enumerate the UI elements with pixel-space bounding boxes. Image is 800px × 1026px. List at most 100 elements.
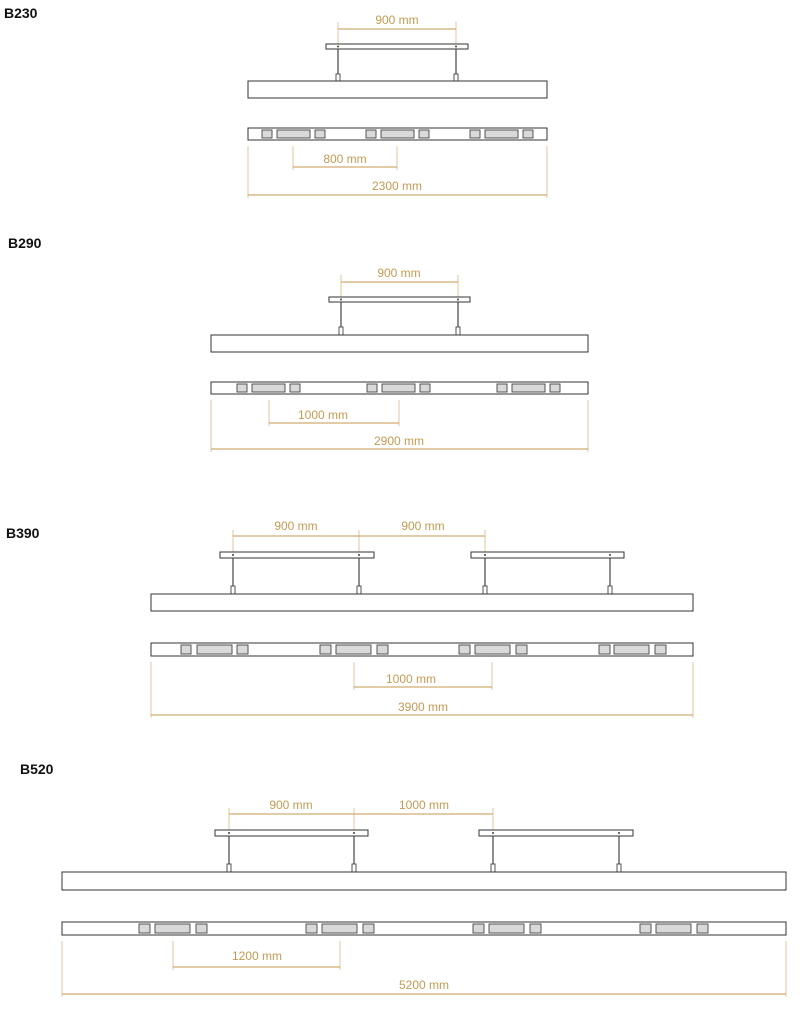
dimension-label: 1000 mm xyxy=(386,672,436,686)
model-b290: B290 900 mm 1000 mm 2900 mm xyxy=(8,235,589,452)
dimension-label: 2900 mm xyxy=(374,434,424,448)
mount-point xyxy=(353,832,355,834)
luminaire-side-view xyxy=(61,871,787,891)
mount-point xyxy=(340,298,342,301)
mount-point xyxy=(618,832,620,834)
dimension-label: 800 mm xyxy=(323,152,366,166)
light-module xyxy=(474,644,511,655)
rod-connector xyxy=(607,585,613,595)
luminaire-bottom-view xyxy=(61,921,787,936)
light-module xyxy=(472,923,485,934)
rod-connector xyxy=(616,863,622,873)
light-module xyxy=(362,923,375,934)
dimension-label: 5200 mm xyxy=(399,978,449,992)
light-module xyxy=(276,129,311,139)
ceiling-canopy xyxy=(214,829,369,837)
dimension-label: 900 mm xyxy=(375,13,418,27)
rod-connector xyxy=(490,863,496,873)
light-module xyxy=(236,644,249,655)
rod-connector xyxy=(455,326,461,336)
rod-connector xyxy=(482,585,488,595)
light-module xyxy=(321,923,358,934)
ceiling-canopy xyxy=(478,829,634,837)
light-module xyxy=(496,383,508,393)
luminaire-side-view xyxy=(150,593,694,612)
light-module xyxy=(515,644,528,655)
rod-connector xyxy=(338,326,344,336)
light-module xyxy=(418,129,430,139)
dimension-label: 900 mm xyxy=(401,519,444,533)
dimension-label: 900 mm xyxy=(274,519,317,533)
light-module xyxy=(380,129,415,139)
dimension-label: 3900 mm xyxy=(398,700,448,714)
light-module xyxy=(696,923,709,934)
ceiling-canopy xyxy=(328,296,471,303)
ceiling-canopy xyxy=(219,551,375,559)
rod-connector xyxy=(335,73,341,82)
dimension-label: 1000 mm xyxy=(399,798,449,812)
light-module xyxy=(381,383,416,393)
model-title: B390 xyxy=(6,525,40,541)
model-b230: B230 900 mm 800 mm xyxy=(4,5,548,198)
light-module xyxy=(305,923,318,934)
dimension-label: 900 mm xyxy=(377,266,420,280)
rod-connector xyxy=(230,585,236,595)
light-module xyxy=(261,129,273,139)
model-b520: B520 900 mm 1000 mm xyxy=(20,761,787,997)
rod-connector xyxy=(226,863,232,873)
mount-point xyxy=(232,554,234,556)
mount-point xyxy=(228,832,230,834)
mount-point xyxy=(492,832,494,834)
light-module xyxy=(522,129,534,139)
rod-connector xyxy=(453,73,459,82)
light-module xyxy=(511,383,546,393)
model-title: B290 xyxy=(8,235,42,251)
light-module xyxy=(655,923,692,934)
mount-point xyxy=(609,554,611,556)
light-module xyxy=(365,129,377,139)
light-module xyxy=(598,644,611,655)
light-module xyxy=(196,644,233,655)
luminaire-side-view xyxy=(247,80,548,99)
light-module xyxy=(639,923,652,934)
light-module xyxy=(469,129,481,139)
mount-point xyxy=(455,45,457,48)
mount-point xyxy=(358,554,360,556)
model-title: B520 xyxy=(20,761,54,777)
dimension-label: 1200 mm xyxy=(232,949,282,963)
light-module xyxy=(319,644,332,655)
light-module xyxy=(529,923,542,934)
light-module xyxy=(314,129,326,139)
light-module xyxy=(251,383,286,393)
dimension-label: 1000 mm xyxy=(298,408,348,422)
light-module xyxy=(549,383,561,393)
model-b390: B390 900 mm 900 mm xyxy=(6,519,694,718)
light-module xyxy=(419,383,431,393)
rod-connector xyxy=(356,585,362,595)
light-module xyxy=(654,644,667,655)
ceiling-canopy xyxy=(325,43,469,50)
mount-point xyxy=(484,554,486,556)
light-module xyxy=(289,383,301,393)
mount-point xyxy=(457,298,459,301)
rod-connector xyxy=(351,863,357,873)
light-module xyxy=(488,923,525,934)
light-module xyxy=(484,129,519,139)
light-module xyxy=(376,644,389,655)
light-module xyxy=(236,383,248,393)
model-title: B230 xyxy=(4,5,38,21)
light-module xyxy=(138,923,151,934)
light-module xyxy=(180,644,192,655)
mount-point xyxy=(337,45,339,48)
light-module xyxy=(613,644,650,655)
dimension-label: 900 mm xyxy=(269,798,312,812)
light-module xyxy=(335,644,372,655)
light-module xyxy=(195,923,208,934)
dimension-label: 2300 mm xyxy=(372,179,422,193)
light-module xyxy=(366,383,378,393)
ceiling-canopy xyxy=(470,551,625,559)
luminaire-side-view xyxy=(210,334,589,353)
light-module xyxy=(458,644,471,655)
luminaire-bottom-view xyxy=(150,642,694,657)
